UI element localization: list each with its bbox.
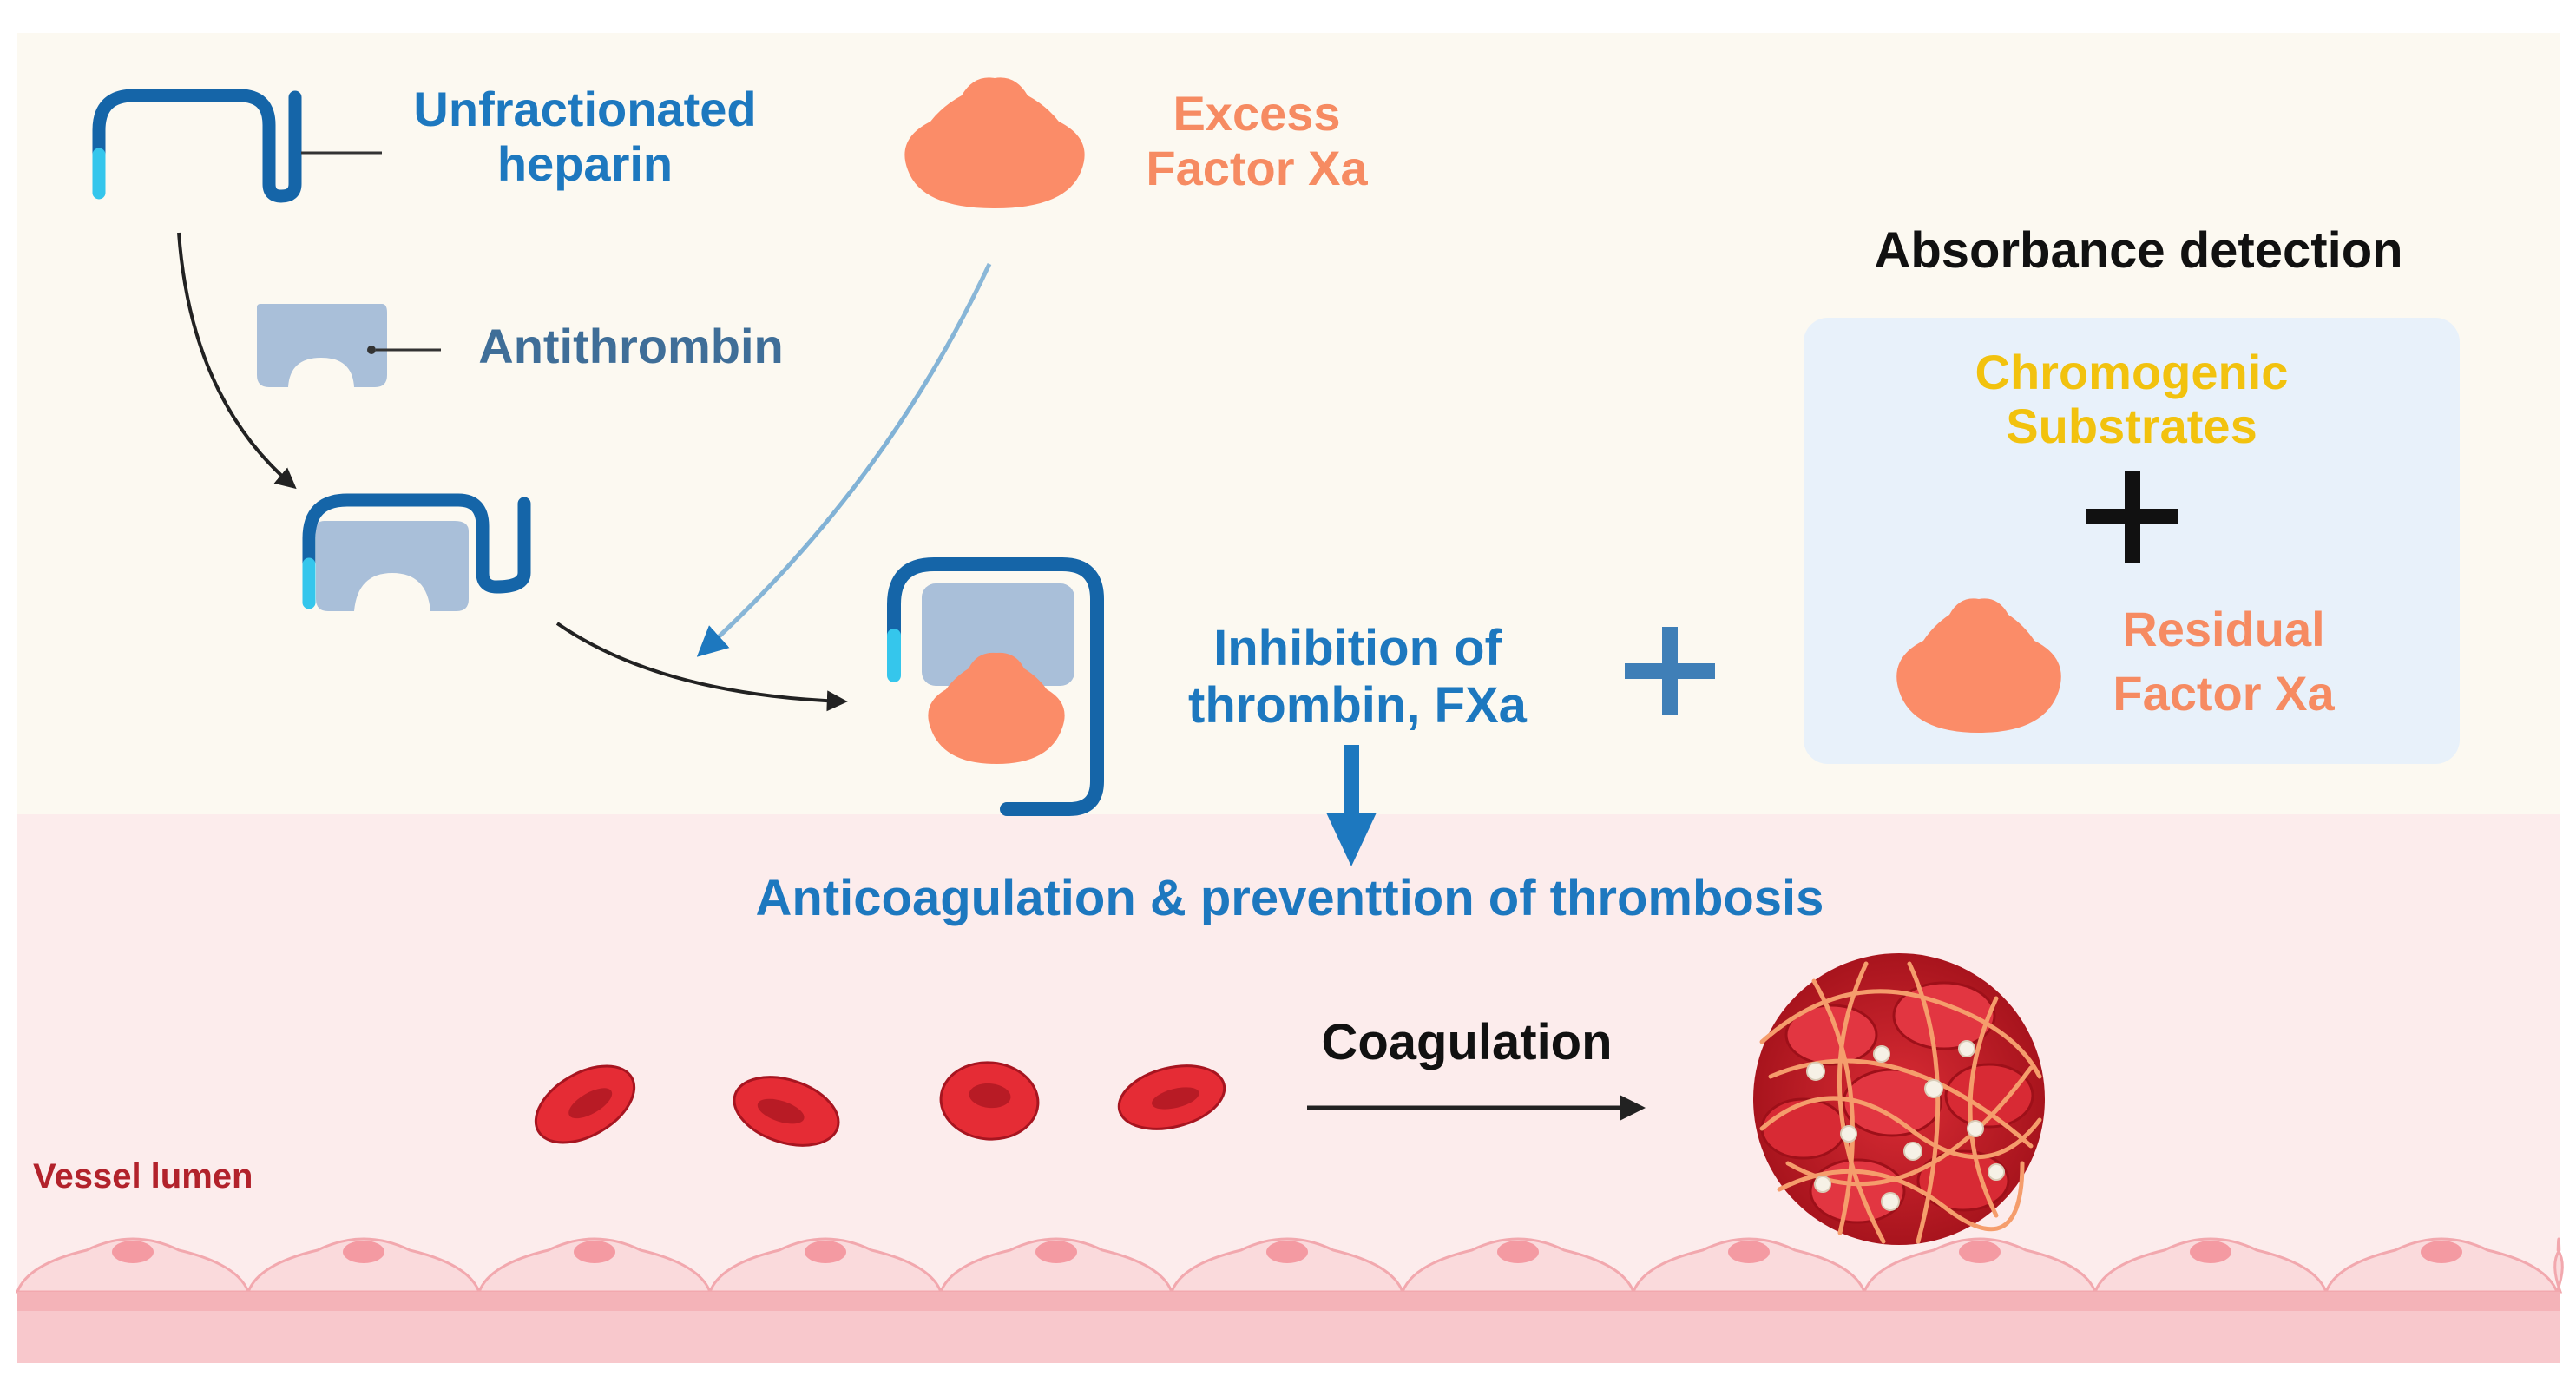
vessel-wall-base: [17, 1311, 2560, 1363]
inhibition-label-line1: Inhibition of: [1213, 620, 1502, 676]
antithrombin-label: Antithrombin: [478, 319, 783, 373]
complex-to-ternary-arrow: [555, 622, 848, 712]
endothelial-nucleus: [343, 1241, 384, 1263]
anticoagulation-label: Anticoagulation & preventtion of thrombo…: [756, 870, 1824, 926]
endothelial-cell: [707, 1237, 943, 1294]
endothelial-cell: [15, 1237, 251, 1294]
endothelial-cell: [476, 1237, 713, 1294]
blood-clot-icon: [1753, 953, 2045, 1245]
endothelial-cell: [2323, 1237, 2560, 1294]
endothelial-nucleus: [2190, 1241, 2231, 1263]
coagulation-label: Coagulation: [1321, 1014, 1612, 1070]
red-blood-cell-icon: [1117, 1064, 1226, 1130]
residual-factor-xa-line2: Factor Xa: [2113, 666, 2335, 721]
endothelial-nucleus: [112, 1241, 154, 1263]
chromogenic-label-line1: Chromogenic: [1975, 345, 2289, 399]
endothelial-cell: [1862, 1237, 2098, 1294]
endothelial-nucleus: [1266, 1241, 1308, 1263]
endothelial-cell: [2093, 1237, 2329, 1294]
endothelial-nucleus: [1728, 1241, 1770, 1263]
residual-factor-xa-icon: [1896, 598, 2061, 733]
antithrombin-protein-icon: [257, 304, 441, 387]
heparin-label-line1: Unfractionated: [413, 82, 756, 136]
residual-factor-xa-line1: Residual: [2122, 602, 2324, 656]
heparin-strand-icon: [92, 89, 382, 203]
absorbance-detection-title: Absorbance detection: [1874, 222, 2402, 279]
excess-factor-xa-line2: Factor Xa: [1146, 141, 1368, 195]
endothelial-cell: [2553, 1237, 2564, 1294]
vessel-wall: [17, 1292, 2560, 1311]
heparin-antithrombin-complex-icon: [302, 493, 531, 611]
black-plus-icon: [2086, 471, 2178, 563]
heparin-antithrombin-factor-xa-complex-icon: [887, 557, 1104, 816]
endothelial-cell: [246, 1237, 482, 1294]
endothelial-nucleus: [1959, 1241, 2001, 1263]
endothelial-nucleus: [1497, 1241, 1539, 1263]
plus-icon: [1625, 627, 1715, 715]
vessel-lumen-label: Vessel lumen: [33, 1157, 253, 1195]
endothelial-nucleus: [1035, 1241, 1077, 1263]
endothelial-cell: [1631, 1237, 1867, 1294]
inhibition-down-arrow: [1326, 745, 1377, 866]
chromogenic-label-line2: Substrates: [2006, 398, 2257, 453]
factor-xa-incoming-arrow: [696, 262, 992, 657]
endothelial-cell: [1400, 1237, 1636, 1294]
red-blood-cell-icon: [534, 1064, 636, 1144]
endothelial-cell: [938, 1237, 1174, 1294]
red-blood-cell-icon: [733, 1076, 840, 1147]
inhibition-label-line2: thrombin, FXa: [1188, 677, 1528, 734]
endothelial-nucleus: [574, 1241, 615, 1263]
endothelial-nucleus: [2421, 1241, 2462, 1263]
excess-factor-xa-line1: Excess: [1173, 86, 1340, 141]
factor-xa-protein-icon: [904, 77, 1085, 208]
red-blood-cell-icon: [939, 1061, 1040, 1141]
endothelial-cell: [1169, 1237, 1405, 1294]
endothelium-layer: [15, 1237, 2564, 1294]
heparin-label-line2: heparin: [497, 136, 673, 191]
endothelial-nucleus: [805, 1241, 846, 1263]
heparin-to-complex-arrow: [177, 232, 297, 490]
